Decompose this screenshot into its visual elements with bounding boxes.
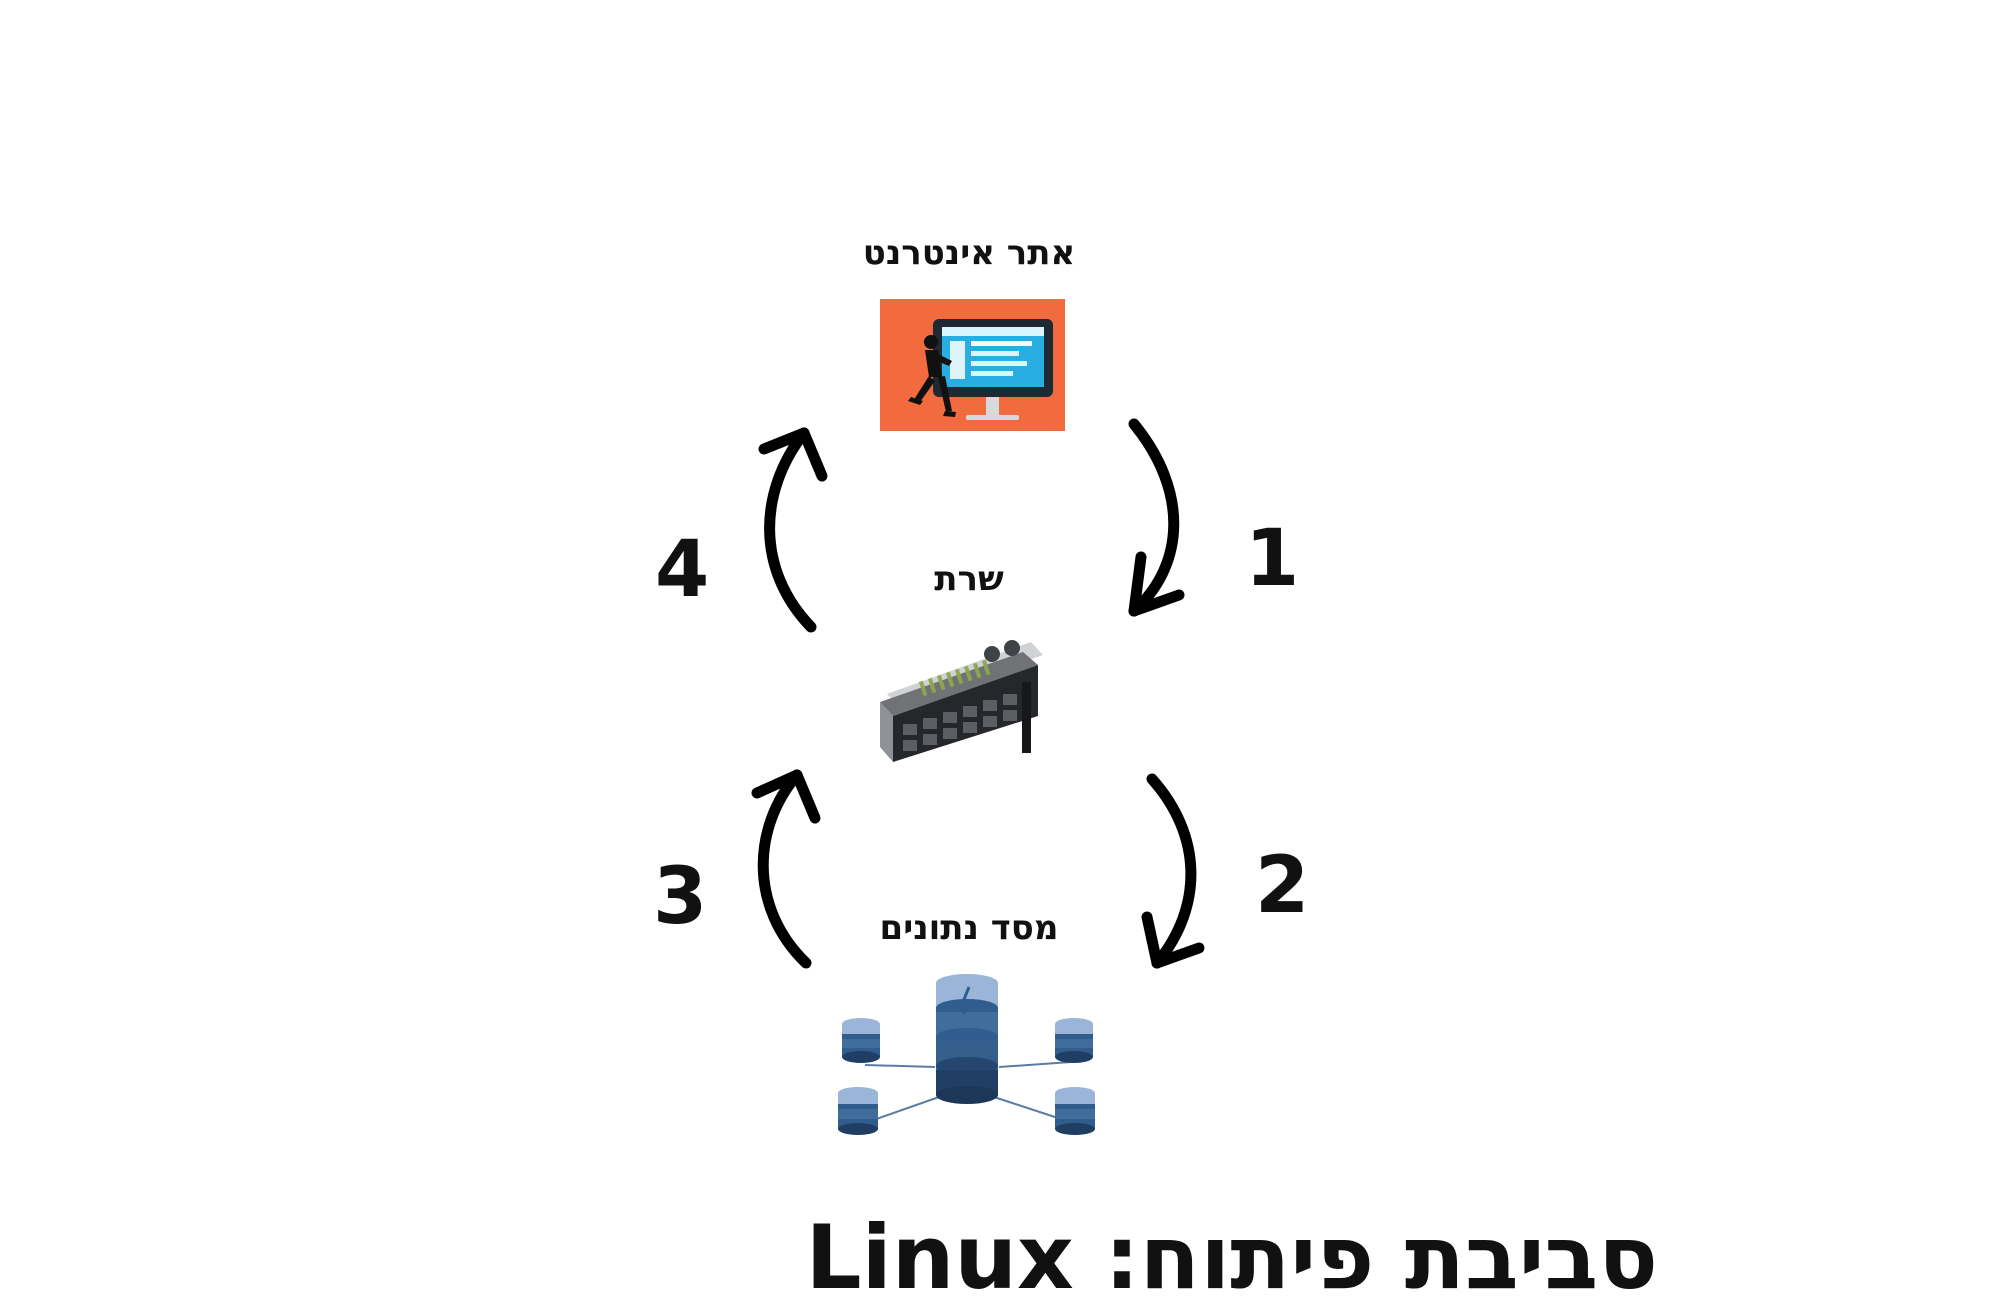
step-number-4: 4 — [655, 525, 710, 615]
website-icon — [880, 299, 1065, 431]
arrow-website-to-server — [1128, 418, 1185, 617]
arrow-server-to-website — [758, 427, 828, 633]
node-label-website: אתר אינטרנט — [862, 233, 1076, 273]
step-number-2: 2 — [1255, 841, 1310, 931]
database-icon — [838, 974, 1095, 1135]
small-database-icon — [1055, 1018, 1093, 1063]
business-person-icon — [908, 335, 956, 417]
step-number-3: 3 — [653, 852, 708, 942]
database-image — [830, 973, 1105, 1147]
arrow-database-to-server — [751, 769, 821, 969]
node-label-database: מסד נתונים — [879, 908, 1059, 948]
arrow-server-to-database — [1141, 773, 1205, 969]
website-image — [880, 299, 1065, 431]
small-database-icon — [838, 1087, 878, 1135]
step-number-1: 1 — [1245, 514, 1300, 604]
small-database-icon — [1055, 1087, 1095, 1135]
server-icon — [880, 640, 1043, 762]
page-title: סביבת פיתוח: Linux — [805, 1206, 1659, 1309]
server-image — [873, 634, 1045, 764]
small-database-icon — [842, 1018, 880, 1063]
node-label-server: שרת — [934, 559, 1004, 599]
